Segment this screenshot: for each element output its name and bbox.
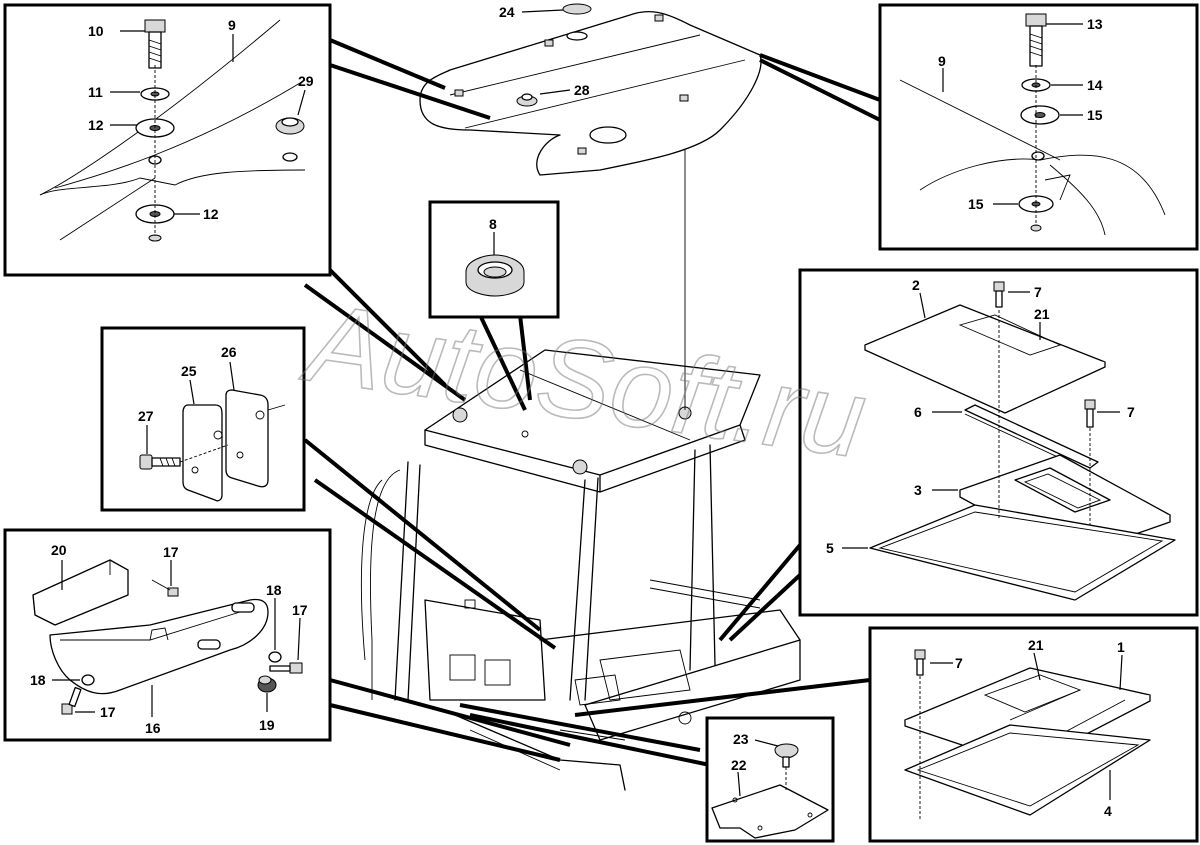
roof-cover-panel: [419, 3, 762, 176]
callout-6: 6: [914, 404, 922, 420]
callout-29: 29: [298, 73, 314, 89]
callout-7-lower: 7: [955, 655, 963, 671]
callout-2: 2: [912, 277, 920, 293]
callout-28: 28: [574, 82, 590, 98]
callout-12: 12: [88, 117, 104, 133]
callout-11: 11: [88, 84, 103, 100]
callout-21-lower: 21: [1028, 637, 1044, 653]
box-cover-plate: 23 22: [705, 716, 835, 843]
leader-lines: [303, 38, 881, 767]
box-roof-mount-left: 10 9 11 12 29 12: [3, 3, 332, 277]
callout-12-lower: 12: [203, 206, 219, 222]
box-floor-plate-upper: 2 7 21 6 7 3 5: [798, 268, 1199, 617]
callout-19: 19: [259, 717, 275, 733]
callout-15-lower: 15: [968, 196, 984, 212]
callout-22: 22: [731, 757, 747, 773]
callout-26: 26: [221, 344, 237, 360]
callout-5: 5: [826, 540, 834, 556]
callout-18-right: 18: [266, 582, 282, 598]
callout-17-right: 17: [292, 602, 308, 618]
callout-18-left: 18: [30, 672, 46, 688]
callout-8: 8: [489, 216, 497, 232]
callout-13: 13: [1087, 16, 1103, 32]
box-step-bracket: 20 17 18 17 18 17 16 19: [3, 528, 332, 742]
box-roof-mount-right: 13 9 14 15 15: [878, 3, 1199, 251]
callout-21-upper: 21: [1034, 306, 1050, 322]
callout-17-left: 17: [100, 704, 116, 720]
callout-27: 27: [138, 408, 154, 424]
callout-10: 10: [88, 23, 104, 39]
roof-callouts: 24 28: [499, 4, 590, 107]
cab-assembly: [360, 349, 801, 791]
callout-3: 3: [914, 482, 922, 498]
callout-4: 4: [1104, 803, 1112, 819]
callout-9: 9: [228, 17, 236, 33]
callout-14: 14: [1087, 77, 1103, 93]
callout-9-right: 9: [938, 53, 946, 69]
box-pads: 27 25 26: [100, 326, 306, 512]
callout-1: 1: [1117, 639, 1125, 655]
callout-25: 25: [181, 363, 197, 379]
callout-15: 15: [1087, 107, 1103, 123]
box-grommet-8: 8: [428, 200, 560, 319]
callout-23: 23: [733, 731, 749, 747]
callout-20: 20: [51, 542, 67, 558]
box-floor-plate-lower: 7 21 1 4: [868, 626, 1199, 843]
callout-17-top: 17: [163, 544, 179, 560]
callout-16: 16: [145, 720, 161, 736]
callout-7-top: 7: [1034, 284, 1042, 300]
callout-24: 24: [499, 4, 515, 20]
callout-7-mid: 7: [1127, 404, 1135, 420]
